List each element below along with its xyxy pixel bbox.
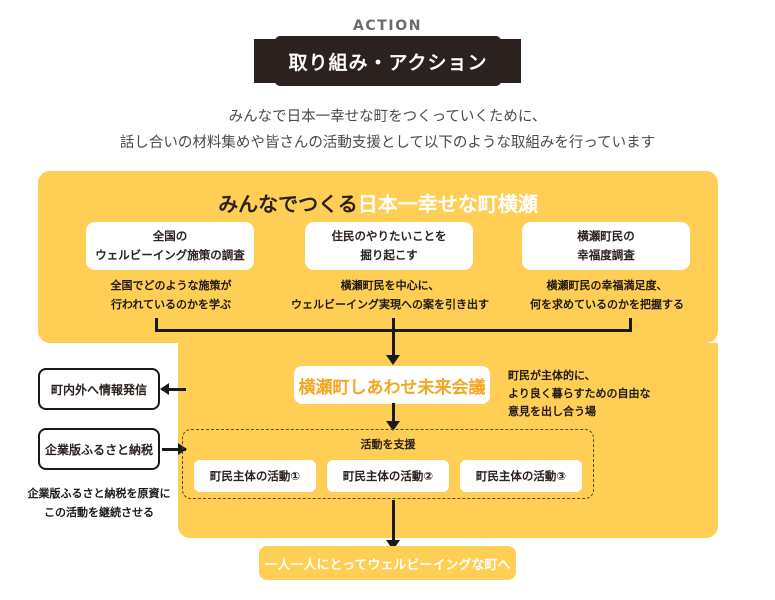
initiative-caption-2-line1: 横瀬町民を中心に、: [340, 279, 440, 292]
side-box-corporate-tax-label: 企業版ふるさと納税: [44, 442, 153, 457]
initiative-caption-3: 横瀬町民の幸福満足度、 何を求めているのかを把握する: [512, 276, 702, 314]
board-title-highlight: 日本一幸せな町横瀬: [357, 192, 538, 216]
bracket-stem-center: [392, 318, 395, 332]
council-label: 横瀬町しあわせ未来会議: [298, 377, 486, 398]
initiative-card-1-line2: ウェルビーイング施策の調査: [95, 248, 245, 262]
side-connector-corporate-tax: [162, 448, 186, 451]
initiative-card-3[interactable]: 横瀬町民の 幸福度調査: [522, 222, 690, 270]
lead-paragraph: みんなで日本一幸せな町をつくっていくために、 話し合いの材料集めや皆さんの活動支…: [0, 104, 775, 156]
initiative-caption-3-line1: 横瀬町民の幸福満足度、: [546, 279, 668, 292]
board-title-plain: みんなでつくる: [218, 192, 358, 216]
activity-group-title: 活動を支援: [360, 438, 416, 451]
side-note: 企業版ふるさと納税を原資に この活動を継続させる: [18, 484, 180, 522]
activity-item-1[interactable]: 町民主体の活動①: [194, 460, 316, 492]
header: ACTION 取り組み・アクション: [0, 0, 775, 95]
arrow-to-activities-shaft: [392, 403, 395, 423]
initiative-caption-2-line2: ウェルビーイング実現への案を引き出す: [291, 298, 489, 311]
council-box[interactable]: 横瀬町しあわせ未来会議: [294, 366, 490, 404]
activity-item-3[interactable]: 町民主体の活動③: [460, 460, 582, 492]
council-note: 町民が主体的に、 より良く暮らすための自由な 意見を出し合う場: [508, 367, 698, 421]
side-box-outreach[interactable]: 町内外へ情報発信: [38, 368, 160, 410]
ribbon-banner: 取り組み・アクション: [0, 36, 775, 86]
arrow-to-council-head-icon: [386, 355, 400, 365]
arrow-left-head-icon: [160, 383, 169, 395]
initiative-card-2-line2: 掘り起こす: [360, 248, 418, 262]
ribbon-plate: 取り組み・アクション: [275, 36, 501, 86]
activity-group-outline: [182, 429, 594, 499]
lead-line-1: みんなで日本一幸せな町をつくっていくために、: [228, 109, 547, 125]
lead-line-2: 話し合いの材料集めや皆さんの活動支援として以下のような取組みを行っています: [119, 135, 656, 151]
council-note-line1: 町民が主体的に、: [508, 369, 596, 382]
initiative-card-2[interactable]: 住民のやりたいことを 掘り起こす: [305, 222, 473, 270]
council-note-line3: 意見を出し合う場: [508, 405, 596, 418]
council-note-line2: より良く暮らすための自由な: [508, 387, 651, 400]
initiative-caption-1-line1: 全国でどのような施策が: [110, 279, 232, 292]
side-box-corporate-tax[interactable]: 企業版ふるさと納税: [38, 428, 160, 470]
initiative-caption-1-line2: 行われているのかを学ぶ: [110, 298, 232, 311]
side-note-line2: この活動を継続させる: [44, 506, 154, 519]
initiative-card-1[interactable]: 全国の ウェルビーイング施策の調査: [86, 222, 254, 270]
initiative-card-2-line1: 住民のやりたいことを: [331, 229, 447, 243]
initiative-card-3-line1: 横瀬町民の: [577, 229, 635, 243]
arrow-to-goal-head-icon: [386, 540, 400, 550]
activity-item-2[interactable]: 町民主体の活動②: [327, 460, 449, 492]
bracket-stem-left: [155, 318, 158, 332]
arrow-to-goal-shaft: [392, 500, 395, 542]
initiative-card-3-line2: 幸福度調査: [577, 248, 635, 262]
board-title: みんなでつくる日本一幸せな町横瀬: [38, 188, 718, 217]
side-connector-outreach: [162, 388, 186, 391]
goal-bar: 一人一人にとってウェルビーイングな町へ: [259, 546, 516, 580]
page-title: 取り組み・アクション: [288, 51, 488, 74]
arrow-to-council-shaft: [392, 332, 395, 357]
initiative-caption-3-line2: 何を求めているのかを把握する: [530, 298, 684, 311]
arrow-to-activities-head-icon: [386, 421, 400, 431]
initiative-caption-1: 全国でどのような施策が 行われているのかを学ぶ: [80, 276, 262, 314]
side-note-line1: 企業版ふるさと納税を原資に: [27, 487, 171, 500]
initiative-card-1-line1: 全国の: [152, 229, 188, 243]
side-box-outreach-label: 町内外へ情報発信: [50, 382, 147, 397]
bracket-stem-right: [629, 318, 632, 332]
initiative-caption-2: 横瀬町民を中心に、 ウェルビーイング実現への案を引き出す: [288, 276, 492, 314]
eyebrow-label: ACTION: [352, 18, 423, 34]
goal-label: 一人一人にとってウェルビーイングな町へ: [264, 557, 511, 573]
